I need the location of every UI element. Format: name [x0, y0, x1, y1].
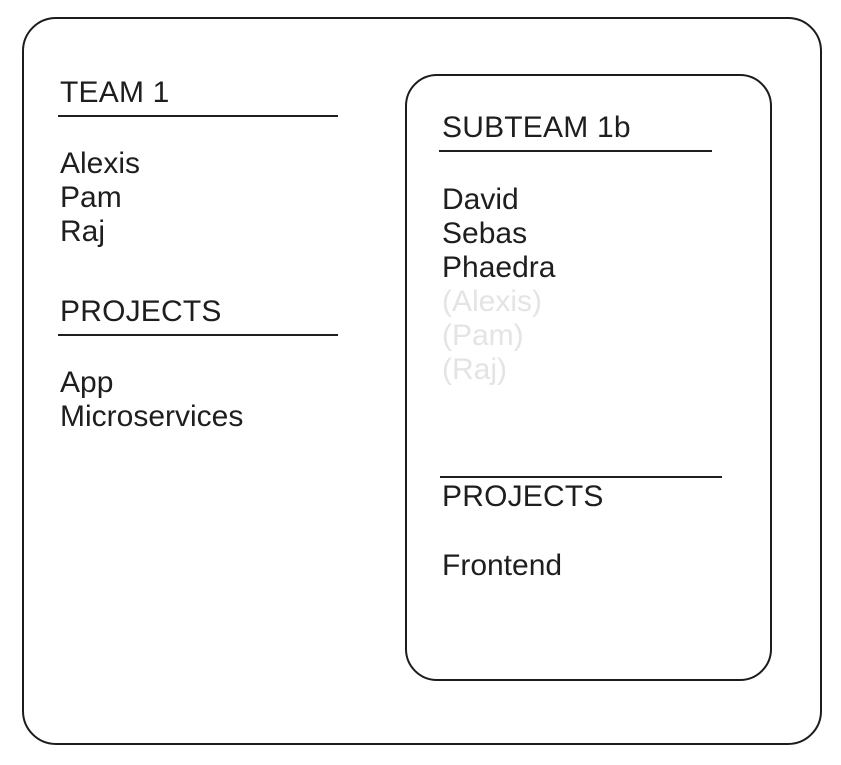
list-item: David — [442, 183, 519, 216]
list-item-inherited: (Alexis) — [442, 285, 543, 318]
list-item: Raj — [60, 215, 106, 248]
subteam-title-rule — [439, 150, 712, 152]
team-projects-title: PROJECTS — [60, 295, 222, 328]
subteam-project-list: Frontend — [442, 549, 562, 583]
subteam-container — [405, 74, 772, 681]
list-item-inherited: (Pam) — [442, 319, 524, 352]
list-item: Frontend — [442, 549, 563, 582]
team-project-list: App Microservices — [60, 366, 243, 434]
list-item: Phaedra — [442, 251, 556, 284]
team-title: TEAM 1 — [60, 76, 170, 109]
subteam-projects-title-rule — [440, 476, 722, 478]
list-item-inherited: (Raj) — [442, 353, 507, 386]
list-item: Sebas — [442, 217, 528, 250]
team-member-list: Alexis Pam Raj — [60, 147, 140, 249]
team-projects-title-rule — [58, 334, 338, 336]
team-title-rule — [58, 115, 338, 117]
subteam-title: SUBTEAM 1b — [442, 111, 631, 144]
subteam-member-list: David Sebas Phaedra (Alexis) (Pam) (Raj) — [442, 183, 555, 387]
list-item: Pam — [60, 181, 122, 214]
team-container — [22, 17, 822, 745]
list-item: Alexis — [60, 147, 141, 180]
list-item: App — [60, 366, 114, 399]
subteam-projects-title: PROJECTS — [442, 480, 604, 513]
list-item: Microservices — [60, 400, 244, 433]
